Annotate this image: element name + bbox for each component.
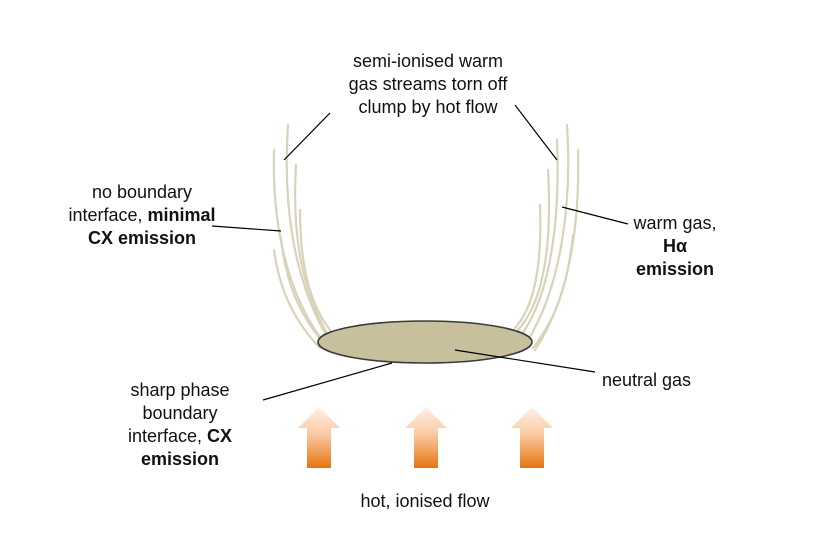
flow-label-text: hot, ionised flow [360, 491, 490, 511]
no-boundary-line2: interface, minimal [52, 204, 232, 227]
neutral-gas-label: neutral gas [602, 369, 691, 392]
left-gas-streams [272, 123, 336, 350]
warm-gas-label: warm gas, Hα emission [615, 212, 735, 281]
flow-arrow-3 [511, 407, 553, 468]
sharp-boundary-line3: interface, CX [100, 425, 260, 448]
sharp-boundary-label: sharp phase boundary interface, CX emiss… [100, 379, 260, 471]
no-boundary-line2-bold: minimal [147, 205, 216, 225]
sharp-boundary-line3-bold: CX [207, 426, 233, 446]
leader-lines [211, 104, 629, 401]
warm-gas-line3: emission [635, 259, 715, 279]
sharp-boundary-line3-normal: interface, [127, 426, 208, 446]
right-gas-streams [513, 123, 580, 352]
leader-no-boundary [211, 225, 282, 232]
streams-label-line2: gas streams torn off [348, 74, 508, 94]
leader-sharp-boundary [262, 362, 393, 401]
sharp-boundary-line2: boundary [142, 403, 218, 423]
sharp-boundary-line4: emission [140, 449, 220, 469]
flow-arrow-1 [298, 407, 340, 468]
no-boundary-line1: no boundary [91, 182, 193, 202]
neutral-gas-text: neutral gas [602, 370, 692, 390]
streams-label-line1: semi-ionised warm [352, 51, 504, 71]
flow-arrow-2 [405, 407, 447, 468]
leader-neutral-gas [454, 349, 596, 373]
no-boundary-label: no boundary interface, minimal CX emissi… [52, 181, 232, 250]
sharp-boundary-line1: sharp phase [130, 380, 230, 400]
streams-label: semi-ionised warm gas streams torn off c… [323, 50, 533, 119]
warm-gas-line2: Hα [662, 236, 688, 256]
leader-streams-right [514, 104, 558, 161]
leader-warm-gas [561, 206, 629, 225]
no-boundary-line3: CX emission [87, 228, 197, 248]
streams-label-line3: clump by hot flow [358, 97, 498, 117]
neutral-gas-clump [317, 320, 533, 364]
no-boundary-line2-normal: interface, [68, 205, 148, 225]
hot-flow-arrows [298, 407, 553, 468]
leader-streams [283, 112, 331, 161]
warm-gas-line1: warm gas, [633, 213, 717, 233]
flow-label: hot, ionised flow [325, 490, 525, 513]
